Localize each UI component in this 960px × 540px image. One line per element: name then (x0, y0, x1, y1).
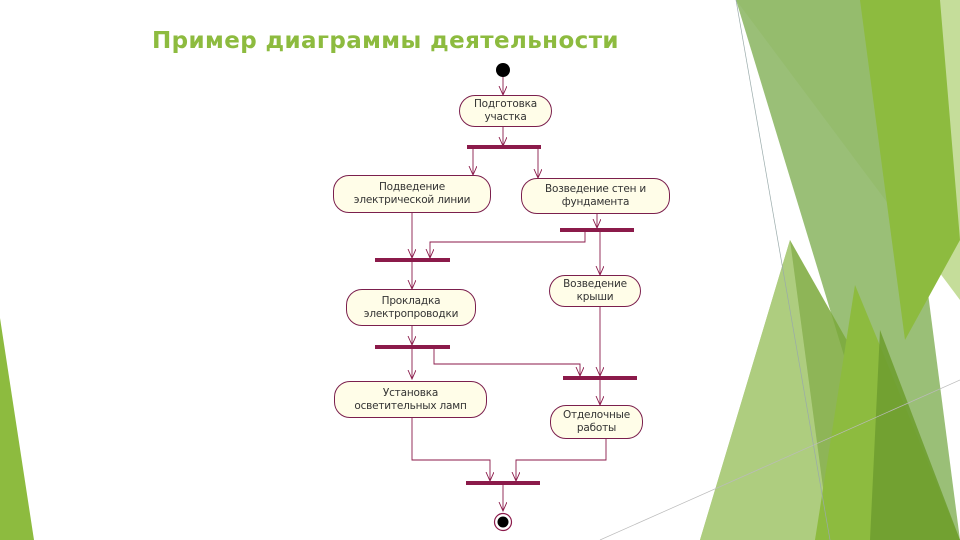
edge-fork3-join2 (433, 348, 580, 376)
activity-wiring: Прокладка электропроводки (346, 289, 476, 326)
fork-bar-2 (560, 228, 634, 232)
activity-lamps: Установка осветительных ламп (334, 381, 487, 418)
edge-finishing-join3 (516, 439, 607, 481)
fork-bar-1 (467, 145, 541, 149)
activity-prepare-site: Подготовка участка (459, 95, 552, 127)
join-bar-3 (466, 481, 540, 485)
edge-lamps-join3 (411, 418, 490, 481)
activity-walls-foundation: Возведение стен и фундамента (521, 178, 670, 214)
join-bar-1 (375, 258, 450, 262)
end-node (497, 516, 509, 528)
join-bar-2 (563, 376, 637, 380)
slide-title: Пример диаграммы деятельности (152, 28, 619, 54)
edge-fork2-join1 (430, 231, 586, 258)
green-shape-bottom-pale (700, 240, 830, 540)
thin-line-1 (735, 0, 831, 540)
activity-power-line: Подведение электрической линии (333, 175, 491, 213)
green-shape-top-right-bright (860, 0, 960, 340)
thin-line-2 (599, 379, 960, 540)
green-shape-bottom-right-dark (870, 330, 960, 540)
green-triangle-left (0, 318, 34, 540)
activity-finishing: Отделочные работы (550, 405, 643, 439)
start-node (496, 63, 510, 77)
activity-roof: Возведение крыши (549, 275, 641, 307)
fork-bar-3 (375, 345, 450, 349)
